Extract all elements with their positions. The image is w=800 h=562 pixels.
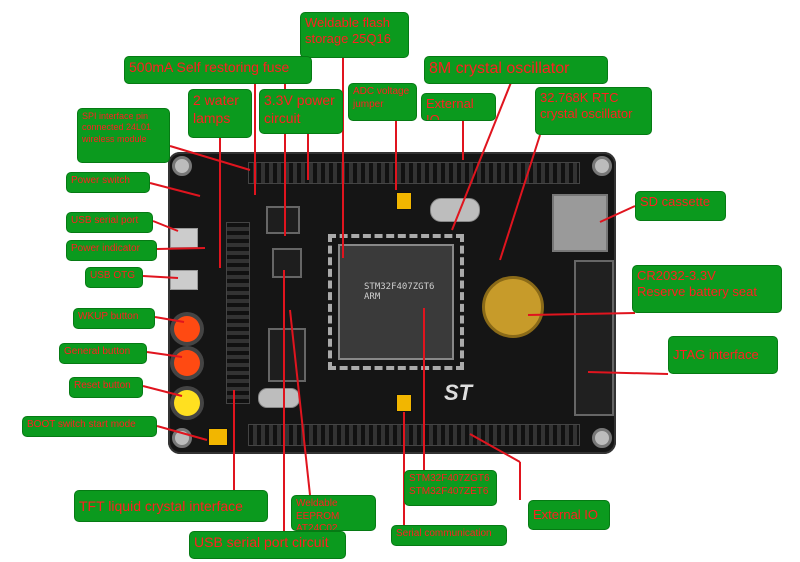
adc-jumper <box>396 192 412 210</box>
label-jtag-interface: JTAG interface <box>668 336 778 374</box>
power-regulator <box>272 248 302 278</box>
label-external-io-bottom: External IO <box>528 500 610 530</box>
label-boot-mode: BOOT switch start mode <box>22 416 157 437</box>
mounting-hole <box>592 428 612 448</box>
label-sd-cassette: SD cassette <box>635 191 726 221</box>
label-weldable-flash: Weldable flash storage 25Q16 <box>300 12 409 58</box>
label-power-indicator: Power indicator <box>66 240 157 261</box>
label-tft-interface: TFT liquid crystal interface <box>74 490 268 522</box>
pcb-board: STM32F407ZGT6 ARM ST <box>168 152 616 454</box>
label-spi-interface: SPI interface pin connected 24L01 wirele… <box>77 108 170 163</box>
label-self-restoring-fuse: 500mA Self restoring fuse <box>124 56 312 84</box>
label-battery-seat: CR2032-3.3V Reserve battery seat <box>632 265 782 313</box>
label-usb-serial-circuit: USB serial port circuit <box>189 531 346 559</box>
tft-header <box>226 222 250 404</box>
label-reset-button: Reset button <box>69 377 143 398</box>
label-water-lamps: 2 water lamps <box>188 89 252 138</box>
label-8m-crystal: 8M crystal oscillator <box>424 56 608 84</box>
st-logo: ST <box>444 380 473 405</box>
flash-ic <box>266 206 300 234</box>
label-power-switch: Power switch <box>66 172 150 193</box>
battery-holder <box>482 276 544 338</box>
label-serial-communication: Serial communication <box>391 525 507 546</box>
top-io-header <box>248 162 580 184</box>
label-eeprom: Weldable EEPROM AT24C02 <box>291 495 376 531</box>
mounting-hole <box>172 156 192 176</box>
label-usb-serial-port: USB serial port <box>66 212 153 233</box>
mounting-hole <box>172 428 192 448</box>
label-adc-jumper: ADC voltage jumper <box>348 83 417 121</box>
eeprom-ic <box>268 328 306 382</box>
boot-jumper <box>208 428 228 446</box>
serial-jumper <box>396 394 412 412</box>
label-power-circuit: 3.3V power circuit <box>259 89 343 134</box>
mcu-chip <box>338 244 454 360</box>
label-general-button: General button <box>59 343 147 364</box>
mcu-pins <box>328 234 464 370</box>
label-rtc-crystal: 32.768K RTC crystal oscillator <box>535 87 652 135</box>
sd-slot <box>552 194 608 252</box>
jtag-connector <box>574 260 614 416</box>
label-wkup-button: WKUP button <box>73 308 155 329</box>
general-button <box>174 350 200 376</box>
mcu-silkscreen: STM32F407ZGT6 ARM <box>364 282 435 302</box>
label-external-io-top: External IO <box>421 93 496 121</box>
crystal-8m <box>430 198 480 222</box>
label-mcu: STM32F407ZGT6 STM32F407ZET6 <box>404 470 497 506</box>
label-usb-otg: USB OTG <box>85 267 143 288</box>
bottom-io-header <box>248 424 580 446</box>
usb-otg-port <box>170 270 198 290</box>
mounting-hole <box>592 156 612 176</box>
